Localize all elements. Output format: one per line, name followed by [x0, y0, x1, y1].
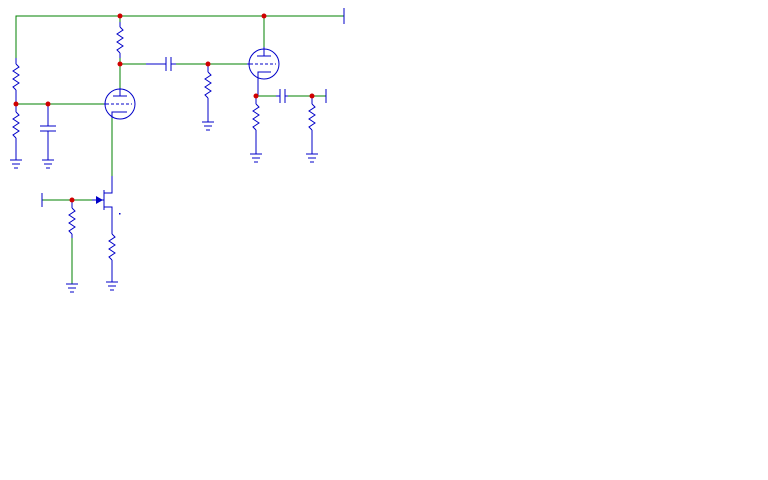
- capacitor-c1-bypass: [40, 104, 56, 160]
- resistor-r2-bias-top: [12, 58, 20, 104]
- junction-node: [45, 101, 51, 107]
- junction-node: [253, 93, 259, 99]
- jfet-gate-arrow: [96, 196, 103, 204]
- resistor-r1-plate-load: [116, 22, 124, 58]
- jfet-q1: [92, 176, 121, 216]
- ground-r8: [106, 281, 118, 291]
- ground-r7: [66, 283, 78, 293]
- resistor-r7-gate: [68, 200, 76, 238]
- capacitor-c2-coupling: [146, 57, 176, 71]
- ground-r4: [202, 121, 214, 131]
- junction-node: [13, 101, 19, 107]
- ground-c1: [42, 159, 54, 169]
- junction-node: [69, 197, 75, 203]
- junction-node: [205, 61, 211, 67]
- resistor-r8-source: [108, 216, 116, 282]
- resistor-r6-output-load: [308, 96, 316, 154]
- resistor-r4-grid-leak: [204, 64, 212, 122]
- ground-r6: [306, 153, 318, 163]
- triode-v2: [247, 47, 280, 96]
- wire-top-rail: [15, 15, 344, 58]
- triode-v1: [104, 88, 136, 120]
- ground-r5: [250, 153, 262, 163]
- resistor-r5-cathode: [252, 96, 260, 154]
- wires: [15, 15, 344, 284]
- resistor-r3-bias-bottom: [12, 104, 20, 160]
- junction-node: [309, 93, 315, 99]
- junction-nodes: [13, 13, 315, 203]
- ground-r3: [10, 159, 22, 169]
- junction-node: [117, 13, 123, 19]
- junction-node: [261, 13, 267, 19]
- ground-symbols: [10, 121, 318, 293]
- capacitor-c3-output: [276, 89, 288, 103]
- junction-node: [117, 61, 123, 67]
